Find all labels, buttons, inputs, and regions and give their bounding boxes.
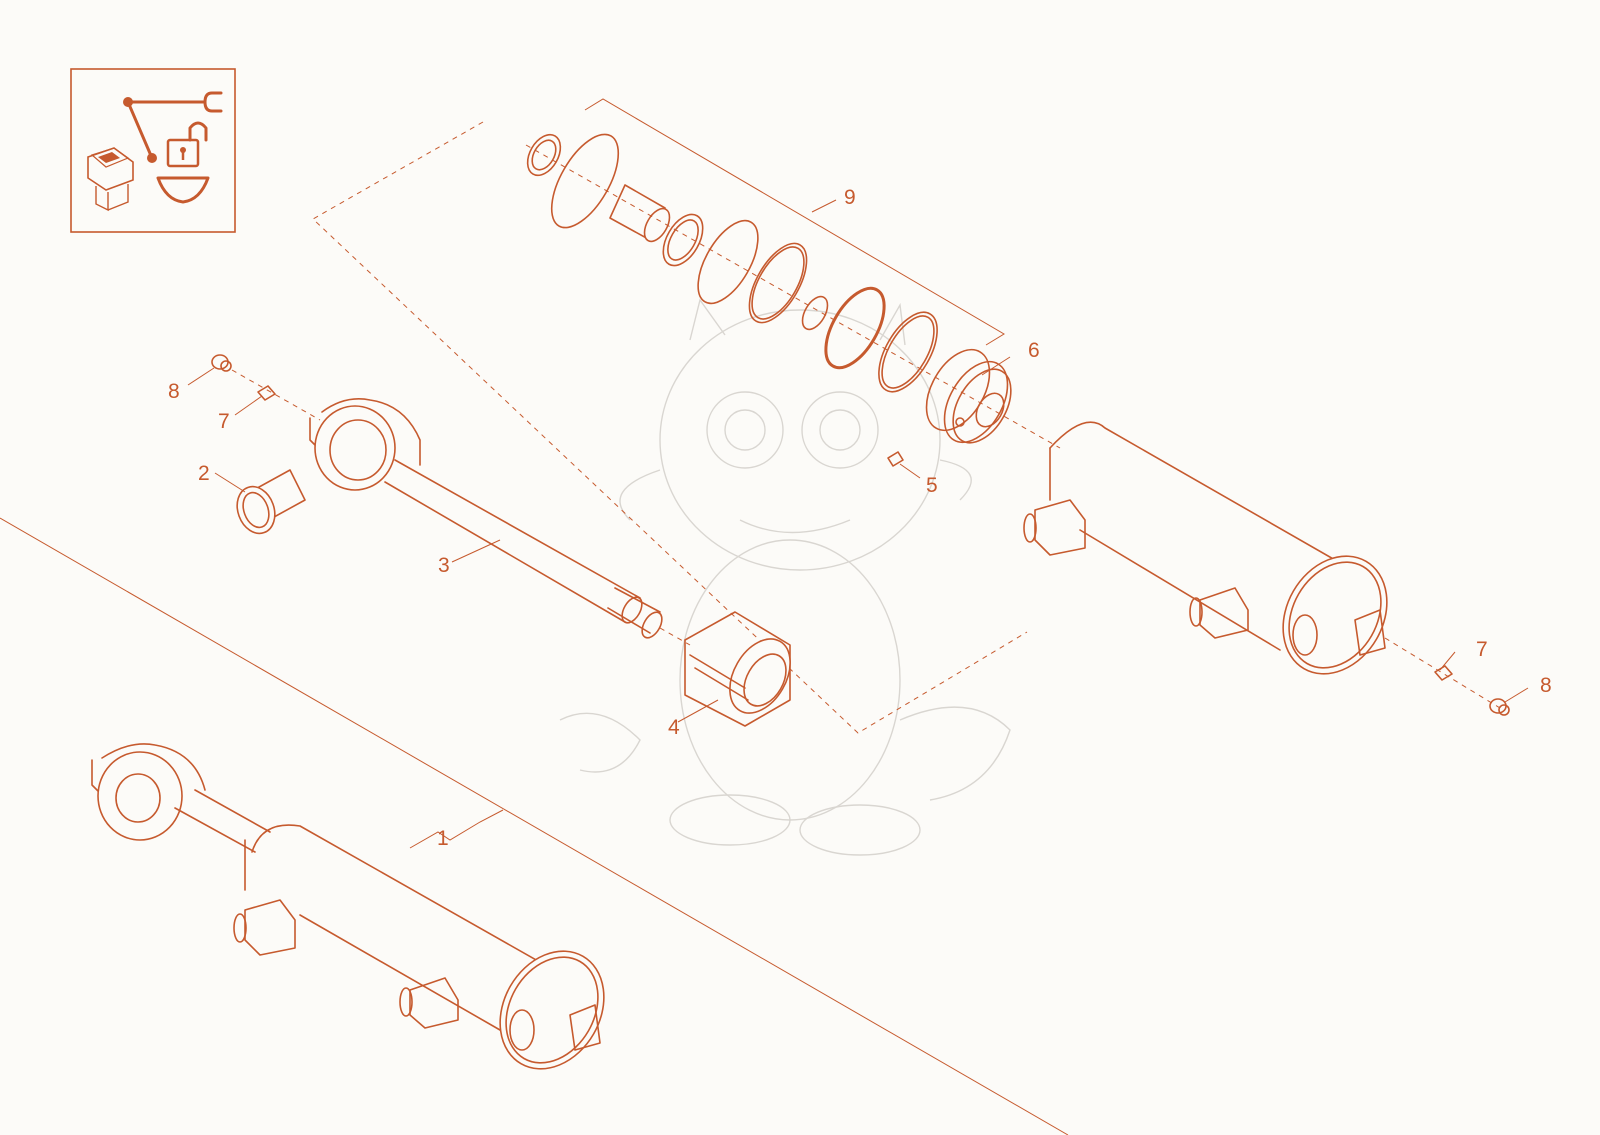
piston-rod <box>309 398 663 639</box>
callouts: 1 2 3 4 5 6 7 7 8 8 9 <box>168 186 1552 850</box>
centerline-right <box>1384 637 1501 709</box>
dashed-assembly-outline <box>312 121 1028 734</box>
seal-kit-bracket <box>584 98 1005 346</box>
callout-7-right: 7 <box>1476 638 1488 661</box>
gland <box>684 611 791 727</box>
baby-dragon-watermark <box>559 298 1011 856</box>
divider-line <box>0 517 1069 1135</box>
callout-8-right: 8 <box>1540 674 1552 697</box>
callout-6: 6 <box>1028 339 1040 362</box>
cap-left <box>211 354 232 372</box>
callout-2: 2 <box>198 462 210 485</box>
callout-1: 1 <box>437 827 449 850</box>
set-screw <box>887 451 904 467</box>
grease-fitting-right <box>1434 665 1453 681</box>
callout-3: 3 <box>438 554 450 577</box>
callout-9: 9 <box>844 186 856 209</box>
centerline-upper <box>525 144 1061 449</box>
bushing <box>236 469 306 535</box>
centerline-left <box>231 369 321 421</box>
callout-5: 5 <box>926 474 938 497</box>
cap-right <box>1489 698 1510 716</box>
assembled-cylinder <box>91 743 605 1070</box>
hydraulic-lock-icon <box>70 68 236 233</box>
callout-8-left: 8 <box>168 380 180 403</box>
seal-kit-parts <box>526 133 938 393</box>
leader-lines <box>187 199 1529 849</box>
cylinder-barrel <box>1023 421 1388 675</box>
grease-fitting-left <box>257 385 276 401</box>
callout-7-left: 7 <box>218 410 230 433</box>
callout-4: 4 <box>668 716 680 739</box>
